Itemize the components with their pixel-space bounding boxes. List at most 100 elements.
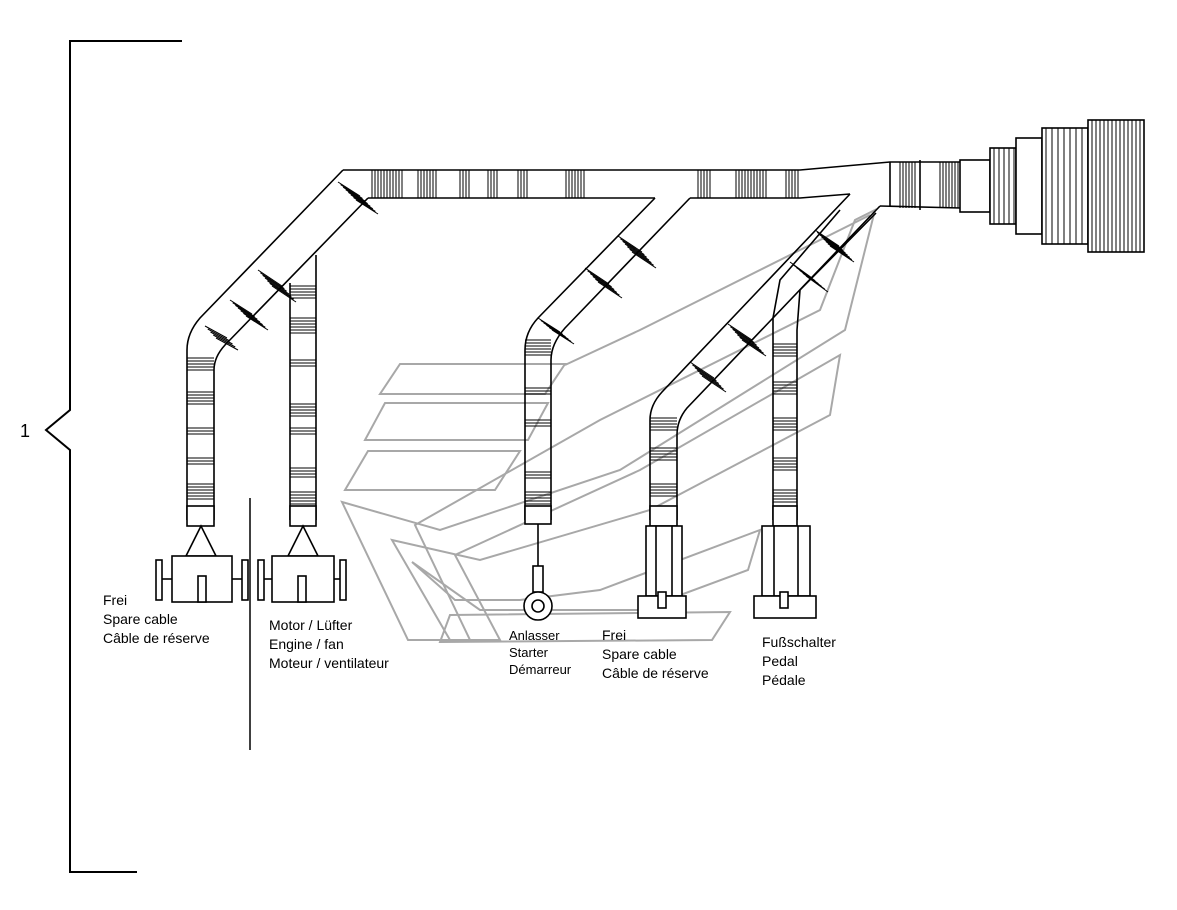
cable-band [551, 329, 575, 345]
cable-band [264, 277, 290, 295]
label-spare-right-fr: Câble de réserve [602, 665, 709, 681]
label-starter-fr: Démarreur [509, 662, 572, 677]
label-engine-fan: Motor / Lüfter Engine / fan Moteur / ven… [269, 617, 389, 671]
label-spare-left-en: Spare cable [103, 611, 178, 627]
cable-bands [187, 162, 959, 515]
cable-band [694, 367, 720, 385]
cable-band [355, 199, 379, 215]
trunk-top-edge [343, 161, 960, 171]
round-connector-plug [959, 119, 1145, 253]
cable-band [821, 236, 846, 254]
label-spare-right-de: Frei [602, 627, 626, 643]
branch-spare-left-inner [213, 197, 369, 520]
cable-band [540, 319, 564, 335]
label-engine-fan-fr: Moteur / ventilateur [269, 655, 389, 671]
label-spare-left-de: Frei [103, 592, 127, 608]
cable-band [548, 327, 572, 343]
cable-band [584, 267, 610, 285]
cable-band [823, 238, 848, 256]
cable-band [215, 337, 239, 351]
cable-band [734, 331, 760, 349]
cable-band [692, 364, 717, 382]
cable-band [348, 191, 371, 207]
cable-band [819, 234, 844, 251]
branch-pedal [772, 209, 841, 520]
starter-ring-terminal [523, 505, 553, 621]
label-spare-right-en: Spare cable [602, 646, 677, 662]
harness-cables [186, 160, 961, 520]
cable-band [816, 231, 842, 249]
cable-band [260, 272, 285, 290]
cable-band [245, 315, 269, 331]
cable-band [207, 328, 230, 342]
cable-band [730, 326, 755, 344]
cable-band [829, 245, 855, 263]
cable-band [204, 325, 228, 339]
cable-band [537, 317, 561, 333]
label-starter: Anlasser Starter Démarreur [509, 628, 572, 677]
cable-band [350, 194, 374, 210]
cable-band [627, 246, 652, 264]
cable-band [732, 328, 757, 346]
cable-band [589, 273, 615, 291]
cable-band [592, 275, 618, 293]
cable-band [546, 324, 569, 340]
watermark-logo [340, 208, 877, 644]
cable-band [269, 282, 294, 300]
label-pedal-en: Pedal [762, 653, 798, 669]
cable-band [340, 184, 363, 199]
label-spare-right: Frei Spare cable Câble de réserve [602, 627, 709, 681]
cable-band [345, 189, 368, 205]
cable-band [262, 274, 287, 292]
cable-band [240, 310, 263, 326]
label-pedal: Fußschalter Pedal Pédale [762, 634, 836, 688]
cable-band [543, 322, 566, 338]
cable-band [342, 186, 366, 202]
cable-band [213, 334, 236, 348]
pedal-connector [753, 505, 817, 619]
cable-band [631, 251, 657, 269]
cable-band [243, 312, 266, 328]
engine-fan-connector [257, 505, 347, 603]
cable-band [825, 241, 850, 258]
cable-band [827, 243, 853, 261]
cable-band [229, 299, 253, 315]
branch-spare-left-outer [186, 169, 344, 520]
cable-band [699, 372, 724, 390]
cable-band [597, 281, 623, 299]
label-pedal-de: Fußschalter [762, 634, 836, 650]
label-spare-left: Frei Spare cable Câble de réserve [103, 592, 210, 646]
cable-band [741, 339, 767, 357]
label-engine-fan-de: Motor / Lüfter [269, 617, 353, 633]
spare-right-connector [637, 505, 687, 619]
cable-band [210, 331, 233, 345]
label-spare-left-fr: Câble de réserve [103, 630, 210, 646]
cable-band [257, 269, 283, 287]
cable-band [237, 307, 261, 323]
spare-left-connector [155, 505, 249, 603]
label-starter-en: Starter [509, 645, 549, 660]
cable-band [337, 181, 361, 197]
cable-band [805, 275, 829, 293]
label-engine-fan-en: Engine / fan [269, 636, 344, 652]
cable-band [235, 304, 258, 320]
cable-band [814, 229, 840, 247]
cable-band [696, 369, 722, 387]
cable-band [624, 243, 650, 261]
cable-band [739, 336, 764, 354]
branch-starter [524, 197, 656, 520]
branch-spare-right [649, 193, 851, 520]
cable-band [622, 240, 647, 258]
cable-band [689, 361, 715, 379]
label-pedal-fr: Pédale [762, 672, 806, 688]
item-bracket [44, 40, 182, 873]
cable-band [232, 302, 255, 318]
item-number: 1 [20, 421, 30, 441]
cable-band [595, 278, 620, 296]
cable-band [620, 238, 645, 256]
label-starter-de: Anlasser [509, 628, 560, 643]
cable-band [737, 334, 762, 352]
cable-band [727, 323, 753, 341]
